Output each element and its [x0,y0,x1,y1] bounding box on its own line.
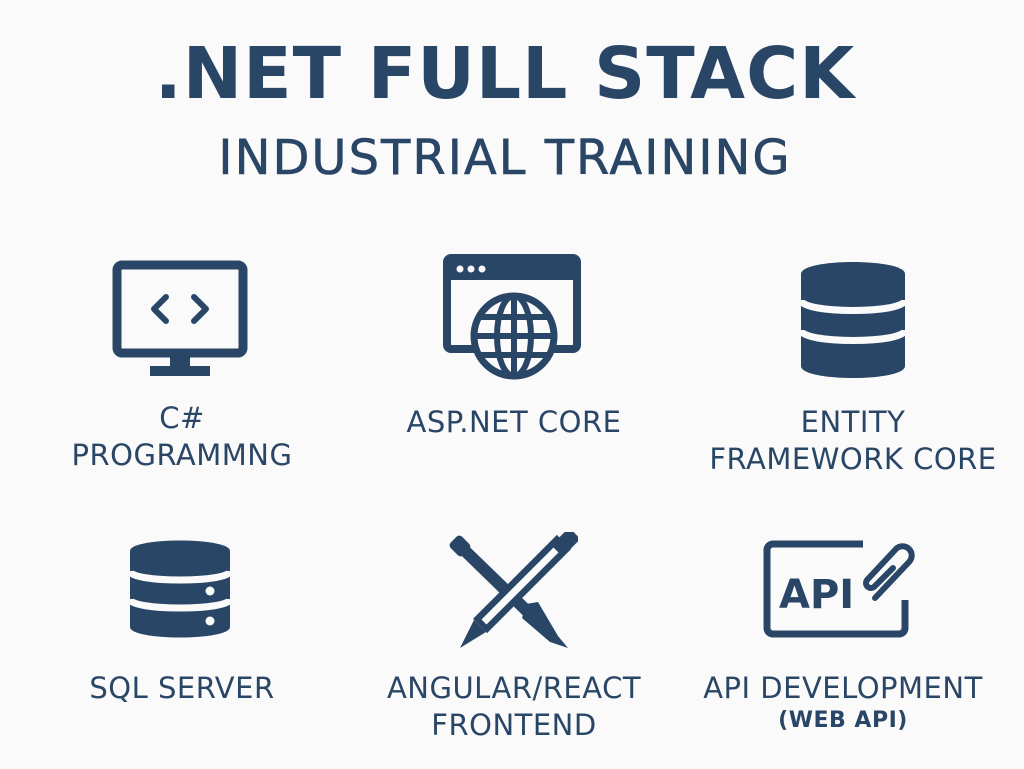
api-icon-text: API [779,572,854,618]
page-subtitle: INDUSTRIAL TRAINING [218,130,792,187]
topic-label-line: SQL SERVER [89,671,275,705]
brush-pencil-icon [446,528,580,652]
topic-label-line: PROGRAMMNG [71,438,293,472]
topic-label-frontend: ANGULAR/REACT FRONTEND [352,670,676,744]
topic-label-aspnet: ASP.NET CORE [362,404,666,441]
api-paperclip-icon: API [763,540,923,640]
database-icon [797,252,909,388]
monitor-code-icon [112,260,248,384]
topic-label-line: C# [159,401,205,435]
topic-label-line: API DEVELOPMENT [703,671,983,705]
topic-label-line: FRAMEWORK CORE [709,442,997,476]
topic-label-line: FRONTEND [431,708,597,742]
topic-label-csharp: C# PROGRAMMNG [30,400,334,474]
browser-globe-icon [442,253,582,383]
server-database-icon [126,533,234,645]
topic-label-note: (WEB API) [778,708,908,733]
topic-label-line: ASP.NET CORE [406,405,622,439]
topic-label-line: ENTITY [800,405,906,439]
topic-label-sql-server: SQL SERVER [30,670,334,707]
page-title: .NET FULL STACK [154,32,856,115]
topic-label-api-development: API DEVELOPMENT (WEB API) [690,670,996,735]
topic-label-line: ANGULAR/REACT [386,671,642,705]
topic-label-entity-framework: ENTITY FRAMEWORK CORE [690,404,1016,478]
